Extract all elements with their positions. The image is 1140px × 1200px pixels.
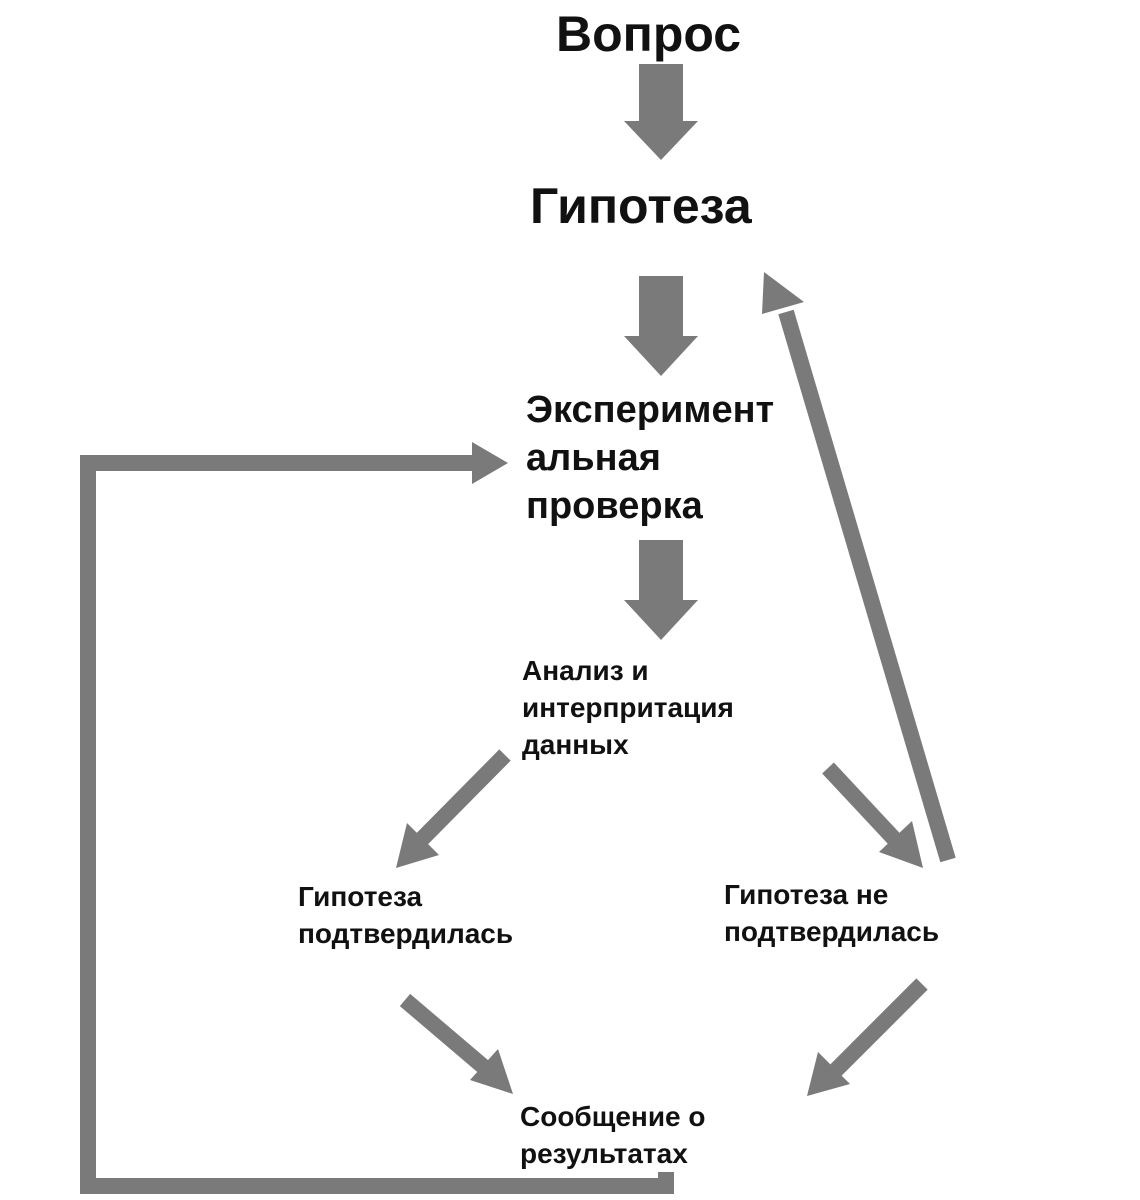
arrow-question-to-hypothesis [624, 64, 698, 160]
arrow-notconfirmed-to-hypothesis [778, 309, 956, 863]
arrowhead-report-right [807, 1052, 850, 1096]
node-question: Вопрос [556, 6, 742, 62]
node-data-analysis: Анализ и интерпритация данных [522, 655, 734, 760]
arrow-analysis-to-confirmed [412, 749, 511, 849]
arrow-experiment-to-analysis [624, 540, 698, 640]
arrow-report-to-experiment [80, 455, 674, 1194]
node-results-report: Сообщение о результатах [520, 1101, 706, 1169]
arrowhead-hypothesis [762, 272, 804, 314]
node-experimental-test: Эксперимент альная проверка [526, 389, 775, 527]
arrow-hypothesis-to-experiment [624, 276, 698, 376]
node-hypothesis: Гипотеза [530, 178, 752, 234]
arrow-confirmed-to-report [399, 993, 498, 1081]
arrowhead-experiment [472, 442, 508, 484]
arrow-analysis-to-notconfirmed [822, 762, 904, 849]
arrowhead-report-left [470, 1049, 513, 1094]
arrowhead-notconfirmed [879, 821, 923, 868]
arrow-notconfirmed-to-report [826, 978, 928, 1080]
node-hypothesis-confirmed: Гипотеза подтвердилась [298, 881, 514, 949]
arrowhead-confirmed [396, 823, 439, 868]
node-hypothesis-not-confirmed: Гипотеза не подтвердилась [724, 879, 940, 947]
